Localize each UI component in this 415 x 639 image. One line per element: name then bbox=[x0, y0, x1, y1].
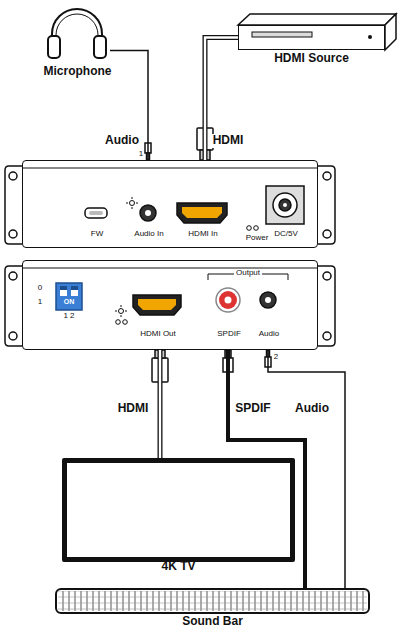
device-name: Sound Bar bbox=[182, 615, 243, 629]
input-ports bbox=[85, 186, 304, 230]
port-label: SPDIF bbox=[217, 329, 241, 338]
mounting-flange bbox=[5, 266, 335, 346]
port-label: HDMI In bbox=[188, 229, 217, 238]
cable-plugs bbox=[145, 128, 271, 382]
port-label: Audio bbox=[259, 329, 279, 338]
switch-label: 1 bbox=[38, 298, 42, 307]
group-label: Output bbox=[236, 269, 260, 278]
cable-core bbox=[159, 350, 161, 458]
device-name: HDMI Source bbox=[274, 52, 349, 66]
headphone-icon bbox=[48, 9, 106, 58]
switch-label: ON bbox=[64, 298, 75, 306]
receiver-unit: FW Audio In HDMI In Power DC/5V bbox=[22, 160, 318, 248]
source-box: HDMI Source bbox=[238, 25, 385, 50]
audio-cable bbox=[268, 350, 345, 588]
hdmi-source-box bbox=[238, 14, 396, 50]
cable-outline bbox=[158, 350, 163, 458]
cable-label: HDMI bbox=[211, 134, 246, 148]
callout-number: 2 bbox=[274, 353, 278, 362]
port-label: DC/5V bbox=[274, 229, 298, 238]
speaker-grill bbox=[58, 591, 367, 611]
hdmi-cable bbox=[160, 350, 161, 458]
cable-line bbox=[268, 350, 345, 588]
cable-label: Audio bbox=[103, 134, 141, 148]
port-label: Power bbox=[246, 233, 269, 242]
switch-label: 1 2 bbox=[63, 312, 74, 321]
output-ports bbox=[56, 274, 288, 324]
sound-bar: Sound Bar bbox=[55, 588, 370, 614]
cable-label: SPDIF bbox=[233, 402, 272, 416]
tv-screen: 4K TV bbox=[62, 458, 295, 562]
cable-label: HDMI bbox=[116, 402, 151, 416]
callout-number: 1 bbox=[139, 150, 143, 159]
port-label: HDMI Out bbox=[140, 329, 176, 338]
switch-label: 0 bbox=[38, 284, 42, 293]
device-name: Microphone bbox=[44, 65, 112, 79]
cable-label: Audio bbox=[293, 402, 331, 416]
port-label: Audio In bbox=[134, 229, 163, 238]
port-label: FW bbox=[91, 229, 103, 238]
microphone-icon: Microphone bbox=[45, 5, 110, 62]
device-name: 4K TV bbox=[161, 560, 195, 574]
mounting-flange bbox=[5, 166, 335, 244]
